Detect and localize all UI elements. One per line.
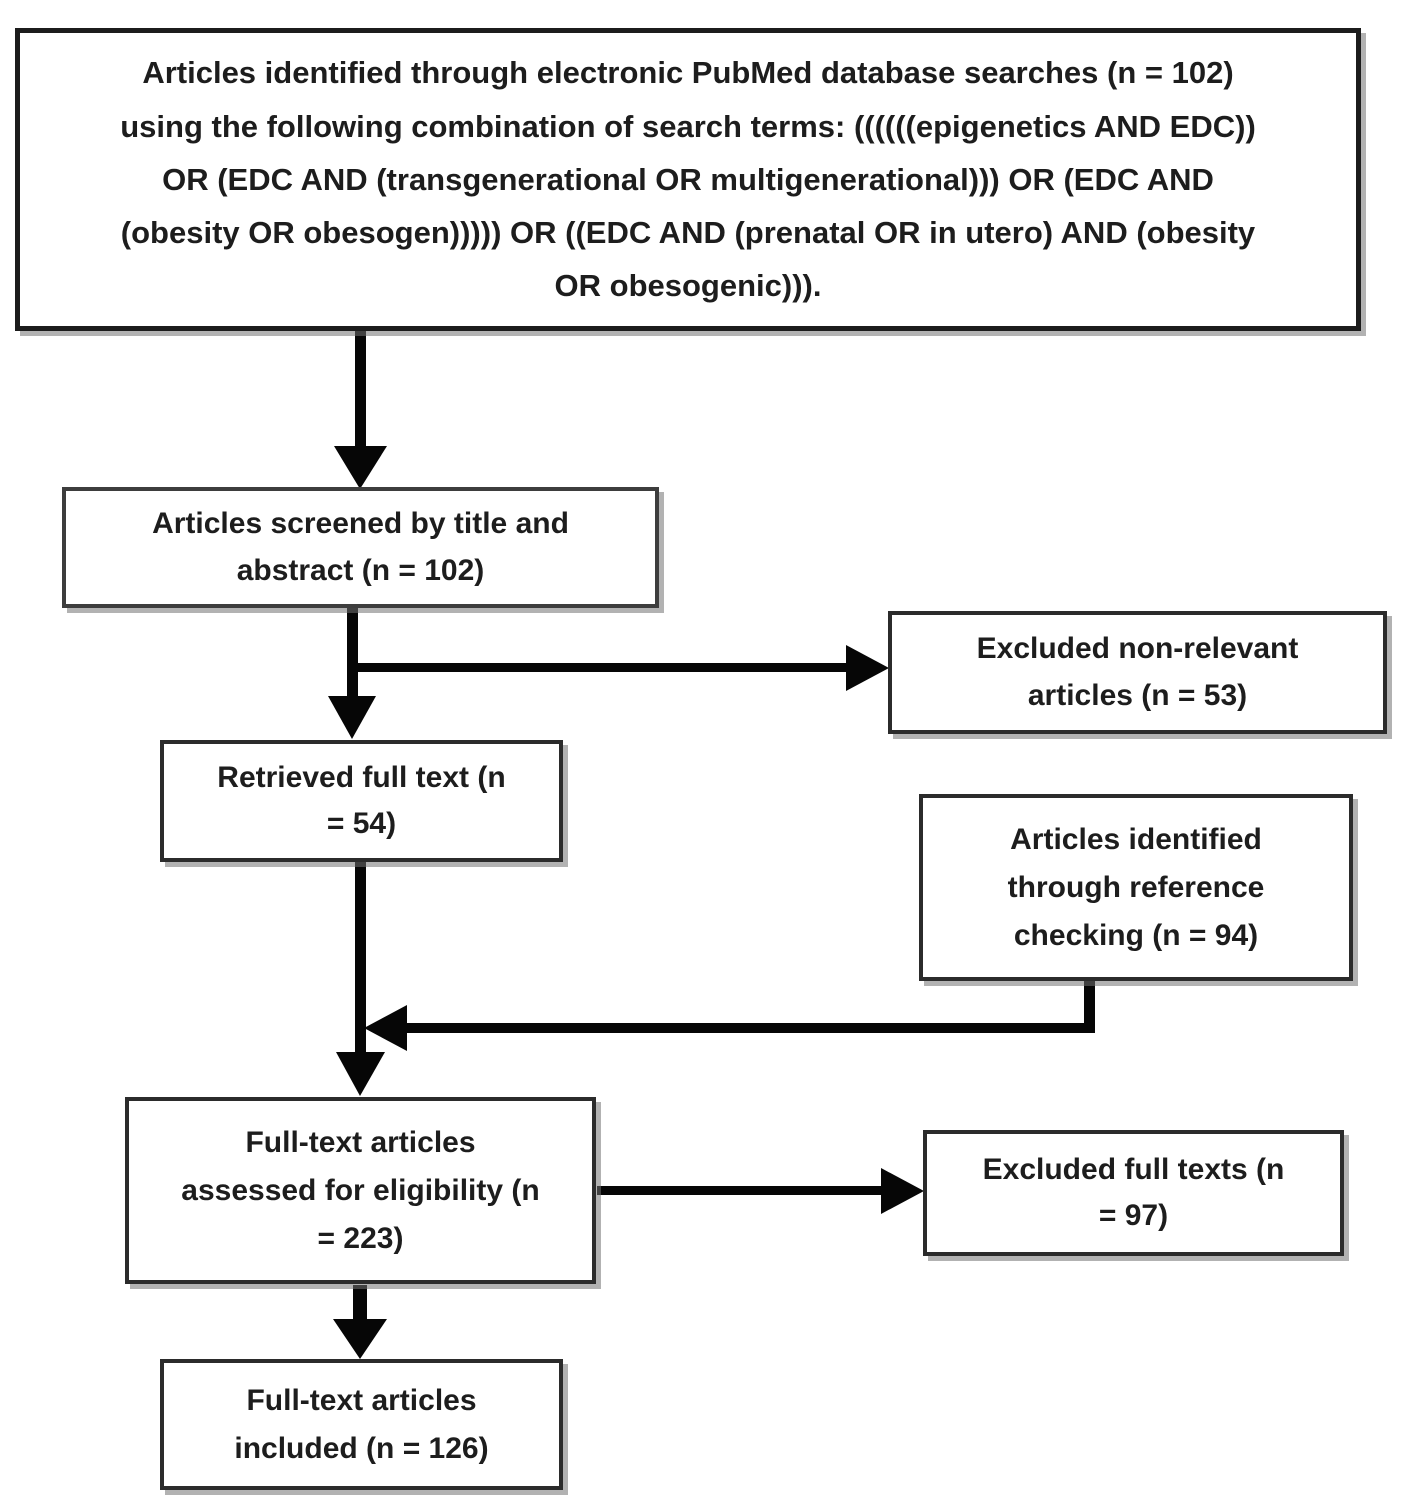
arrow-screened-to-excluded-shaft [352,663,848,672]
arrow-identified-to-screened-shaft [355,331,366,451]
arrow-screened-to-retrieved-shaft [347,608,358,701]
box-excluded-full-texts: Excluded full texts (n = 97) [923,1130,1344,1256]
arrow-down-icon [328,696,376,739]
box-assessed-eligibility: Full-text articles assessed for eligibil… [125,1097,596,1284]
box-excluded-non-relevant: Excluded non-relevant articles (n = 53) [888,611,1387,734]
box-included-articles-text: Full-text articles included (n = 126) [234,1383,489,1465]
box-articles-screened-text: Articles screened by title and abstract … [152,507,569,587]
arrow-right-icon [881,1168,924,1214]
box-included-articles: Full-text articles included (n = 126) [160,1359,563,1490]
connector-reference-vertical [1084,980,1095,1028]
arrow-down-icon [333,1319,387,1359]
box-reference-checking: Articles identified through reference ch… [919,794,1353,981]
arrow-down-icon [334,446,387,489]
box-reference-checking-text: Articles identified through reference ch… [1007,822,1265,952]
arrow-assessed-to-excluded-shaft [597,1186,885,1195]
box-articles-identified: Articles identified through electronic P… [15,28,1361,331]
box-articles-screened: Articles screened by title and abstract … [62,487,659,608]
arrow-down-icon [336,1052,385,1096]
connector-reference-horizontal [405,1023,1095,1033]
box-excluded-non-relevant-text: Excluded non-relevant articles (n = 53) [976,632,1299,712]
box-excluded-full-texts-text: Excluded full texts (n = 97) [982,1152,1285,1233]
box-retrieved-full-text: Retrieved full text (n = 54) [160,740,563,862]
box-retrieved-full-text-text: Retrieved full text (n = 54) [217,760,506,841]
arrow-retrieved-to-assessed-shaft [355,862,366,1056]
arrow-left-icon [364,1005,407,1051]
box-assessed-eligibility-text: Full-text articles assessed for eligibil… [181,1125,540,1255]
arrow-right-icon [846,645,889,691]
arrow-assessed-to-included-shaft [353,1285,367,1323]
box-articles-identified-text: Articles identified through electronic P… [120,55,1256,304]
